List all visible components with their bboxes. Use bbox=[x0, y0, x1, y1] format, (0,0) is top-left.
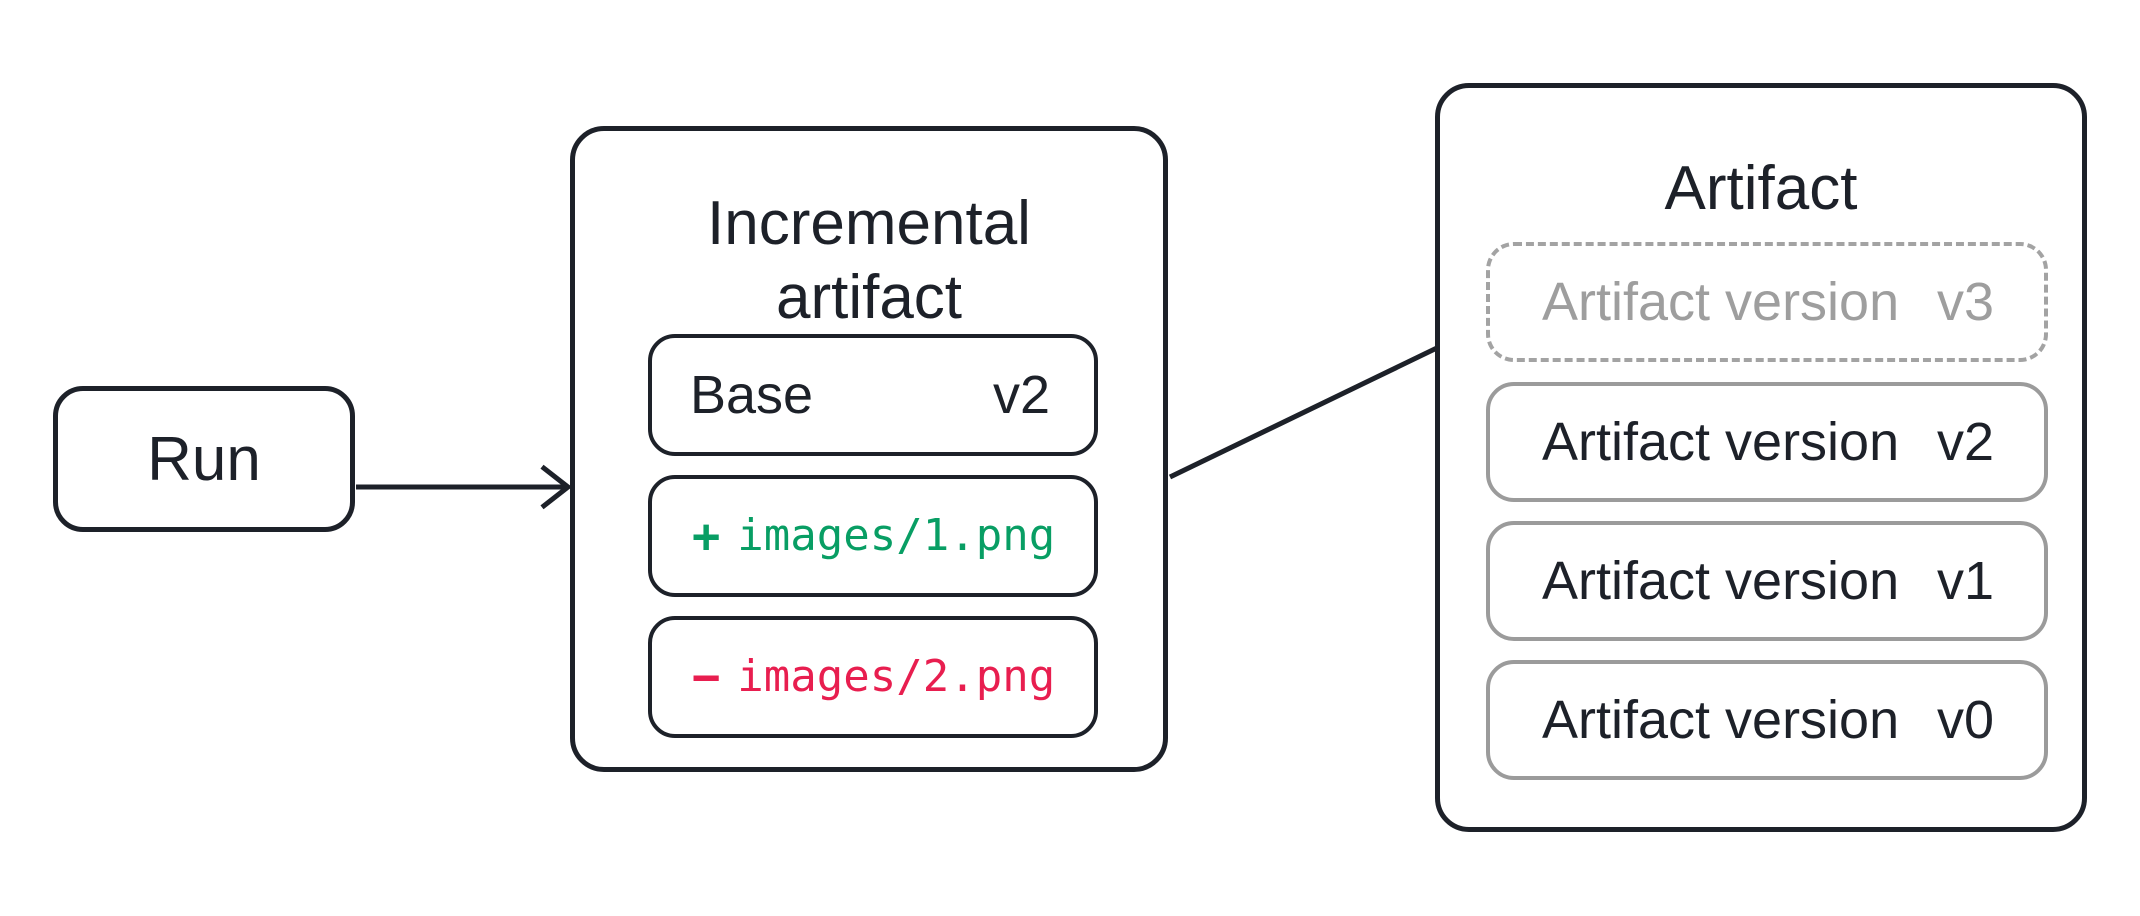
removed-file-path: images/2.png bbox=[737, 651, 1056, 702]
arrow-shaft bbox=[1168, 329, 1473, 480]
incremental-to-artifact-arrow bbox=[1168, 320, 1478, 480]
incremental-title-line-2: artifact bbox=[775, 263, 963, 332]
artifact-version-row-v1: Artifact version v1 bbox=[1486, 521, 2048, 641]
artifact-version-label: Artifact version bbox=[1542, 690, 1900, 750]
minus-icon: − bbox=[692, 649, 721, 705]
artifact-version-row-v0: Artifact version v0 bbox=[1486, 660, 2048, 780]
base-version-chip: Base v2 bbox=[648, 334, 1098, 456]
base-label: Base bbox=[690, 365, 814, 425]
artifact-version-row-v3: Artifact version v3 bbox=[1486, 242, 2048, 362]
added-file-chip: + images/1.png bbox=[648, 475, 1098, 597]
artifact-version-row-v2: Artifact version v2 bbox=[1486, 382, 2048, 502]
run-to-incremental-arrow bbox=[356, 464, 573, 510]
artifact-version-label: Artifact version bbox=[1542, 272, 1900, 332]
artifact-version-badge: v1 bbox=[1936, 551, 1994, 611]
arrow-head-icon bbox=[540, 464, 573, 510]
artifact-node: Artifact Artifact version v3 Artifact ve… bbox=[1435, 83, 2087, 832]
artifact-title: Artifact bbox=[1664, 154, 1858, 223]
added-file-path: images/1.png bbox=[737, 510, 1056, 561]
run-node: Run bbox=[53, 386, 355, 532]
incremental-title-line-1: Incremental bbox=[707, 189, 1031, 258]
removed-file-chip: − images/2.png bbox=[648, 616, 1098, 738]
artifact-version-badge: v2 bbox=[1936, 412, 1994, 472]
artifact-version-label: Artifact version bbox=[1542, 551, 1900, 611]
artifact-version-badge: v3 bbox=[1936, 272, 1994, 332]
artifact-version-badge: v0 bbox=[1936, 690, 1994, 750]
artifact-version-label: Artifact version bbox=[1542, 412, 1900, 472]
incremental-artifact-node: Incremental artifact Base v2 + images/1.… bbox=[570, 126, 1168, 772]
incremental-artifact-title: Incremental artifact bbox=[575, 187, 1163, 335]
run-label: Run bbox=[147, 424, 261, 494]
base-version-badge: v2 bbox=[992, 365, 1050, 425]
plus-icon: + bbox=[692, 508, 721, 564]
